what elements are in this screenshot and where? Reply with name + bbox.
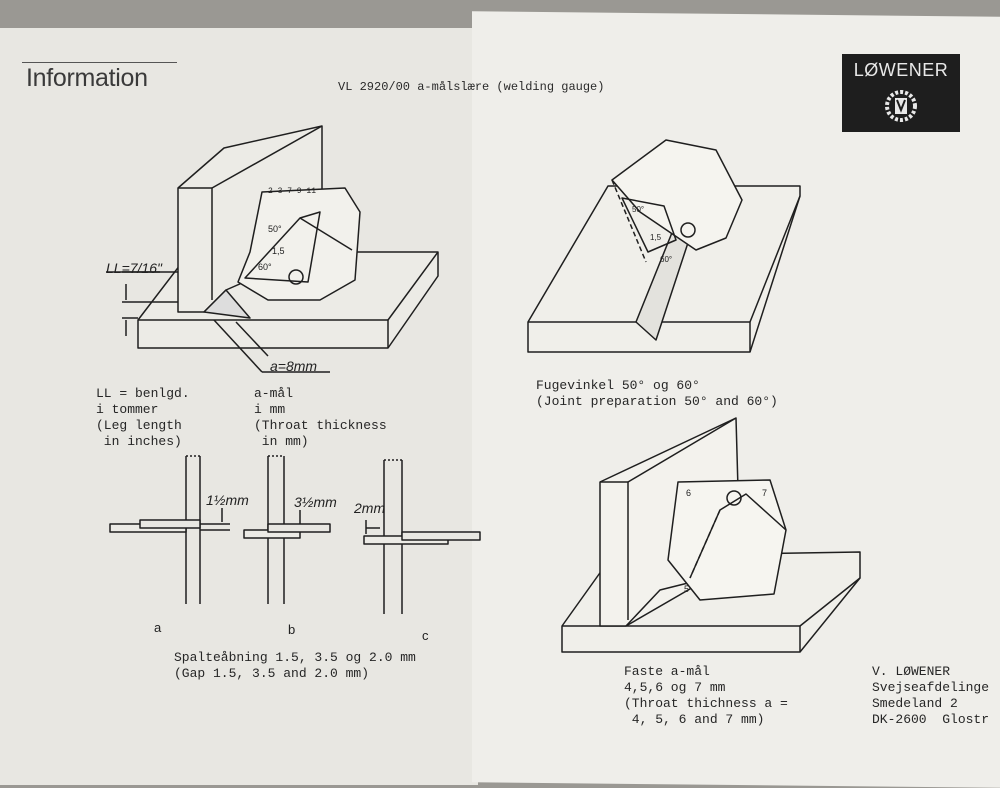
logo-brand-text: LØWENER [853,60,949,80]
gap-label-c: c [422,628,429,643]
company-address: V. LØWENER Svejseafdelinge Smedeland 2 D… [872,664,990,727]
gap-c-dimension: 2mm [354,500,386,516]
fillet-weld-figure [106,125,439,373]
gauge-angle-50: 50° [268,224,282,234]
gauge-angle-60: 60° [258,262,272,272]
gear-crest-icon [885,90,917,122]
leg-length-label: LL=7/16" [106,260,162,276]
gap-figure-b [243,455,331,604]
gauge-mark-15: 1,5 [272,246,285,256]
gap-a-dimension: 1½mm [206,492,249,508]
throat-thickness-caption: a-mål i mm (Throat thickness in mm) [254,386,387,449]
leg-length-caption: LL = benlgd. i tommer (Leg length in inc… [96,386,190,449]
joint-preparation-caption: Fugevinkel 50° og 60° (Joint preparation… [536,378,778,409]
gauge3-mark-5: 5 [684,584,689,594]
fixed-throat-caption: Faste a-mål 4,5,6 og 7 mm (Throat thichn… [624,664,788,727]
gap-figure-a [109,455,230,604]
company-logo: LØWENER [842,54,960,132]
document-subtitle: VL 2920/00 a-målslære (welding gauge) [338,80,605,94]
page-title: Information [26,64,148,92]
joint-preparation-figure [527,139,801,353]
gap-label-a: a [154,620,162,635]
gauge2-angle-50: 50° [632,205,644,214]
gap-figure-c [363,459,481,614]
gauge-scale-text: 2 3 7 9 11 [268,187,316,196]
throat-a-label: a=8mm [270,358,318,374]
gauge2-mark-15: 1,5 [650,233,662,242]
gauge2-angle-60: 60° [660,255,672,264]
gauge3-mark-7: 7 [762,488,767,498]
gauge3-mark-6: 6 [686,488,691,498]
gap-caption: Spalteåbning 1.5, 3.5 og 2.0 mm (Gap 1.5… [174,650,416,681]
fixed-throat-gauge-figure [561,417,861,653]
gap-b-dimension: 3½mm [294,494,337,510]
gap-label-b: b [288,622,296,637]
title-rule [22,62,177,63]
